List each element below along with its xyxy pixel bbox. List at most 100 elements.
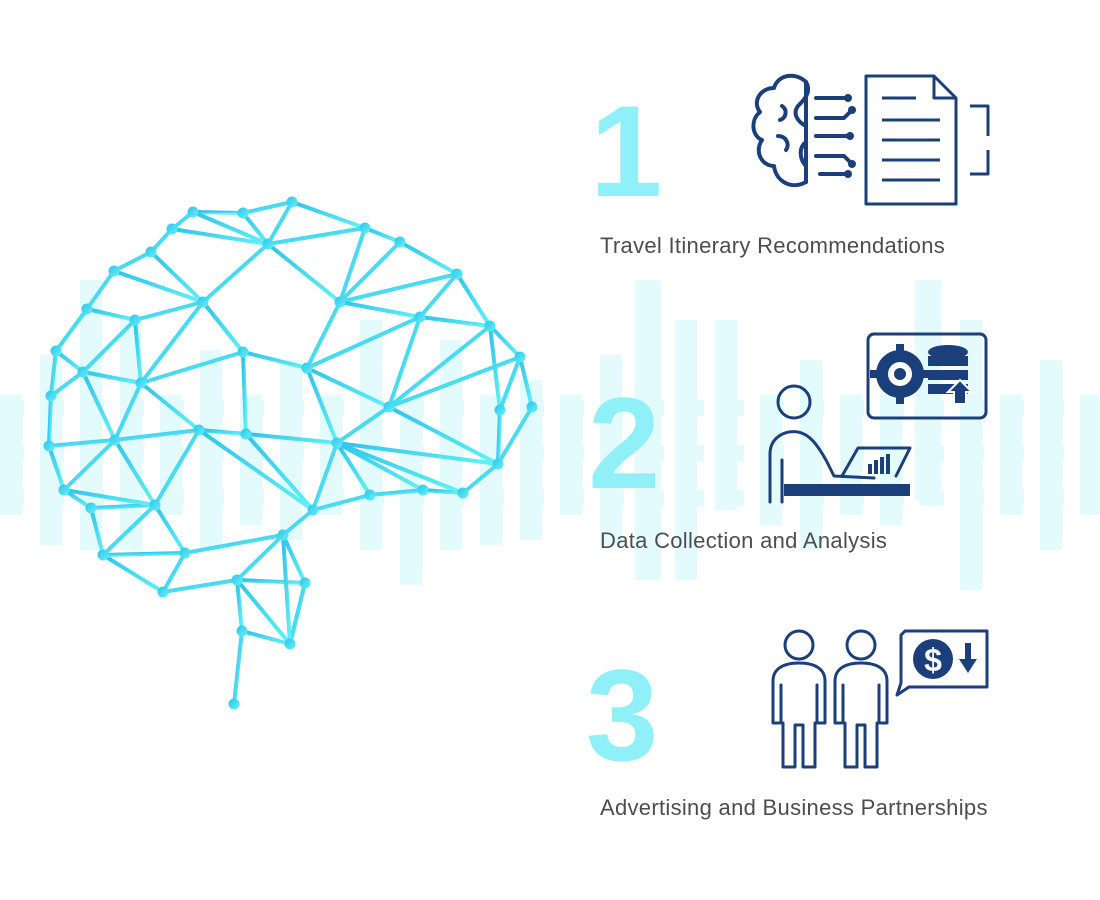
background-dash	[360, 400, 384, 416]
brain-edge	[133, 318, 143, 385]
brain-node	[179, 547, 191, 559]
brain-edge	[201, 242, 270, 304]
brain-edge	[418, 315, 492, 328]
brain-node	[383, 401, 395, 413]
brain-edge	[518, 355, 534, 409]
background-dash	[600, 490, 624, 506]
brain-edge	[338, 272, 459, 304]
brain-edge	[266, 226, 367, 246]
brain-node	[50, 345, 62, 357]
step-label-2: Data Collection and Analysis	[600, 528, 888, 553]
brain-node	[286, 196, 298, 208]
brain-edge	[81, 370, 117, 442]
brain-node	[108, 265, 120, 277]
brain-edge	[244, 432, 339, 445]
brain-edge	[133, 300, 205, 322]
brain-node	[197, 296, 209, 308]
brain-edge	[305, 300, 342, 370]
background-dash	[680, 490, 704, 506]
brain-node	[514, 351, 526, 363]
brain-edge	[49, 370, 85, 398]
brain-edge	[387, 355, 522, 409]
step-number-3: 3	[586, 642, 659, 788]
brain-edge	[305, 366, 391, 409]
brain-edge	[338, 300, 422, 319]
brain-edge	[89, 503, 157, 510]
brain-edge	[488, 324, 522, 359]
brain-edge	[311, 493, 372, 512]
background-dash	[1080, 445, 1100, 461]
brain-edge	[232, 629, 244, 706]
brain-edge	[47, 444, 66, 492]
background-dash	[1000, 490, 1024, 506]
brain-edge	[153, 503, 187, 555]
brain-edge	[49, 349, 58, 398]
brain-node	[364, 489, 376, 501]
brain-edge	[139, 381, 201, 432]
brain-node	[484, 320, 496, 332]
background-dash	[160, 445, 184, 461]
brain-edge	[81, 370, 143, 385]
background-dash	[720, 490, 744, 506]
brain-edge	[455, 272, 492, 328]
brain-edge	[240, 629, 292, 646]
background-dash	[1000, 445, 1024, 461]
brain-edge	[235, 578, 244, 633]
brain-edge	[338, 226, 367, 304]
brain-edge	[183, 533, 285, 555]
brain-edge	[89, 506, 105, 557]
background-dash	[1080, 400, 1100, 416]
brain-edge	[335, 441, 500, 466]
background-dash	[1040, 400, 1064, 416]
brain-edge	[241, 350, 248, 436]
brain-node	[494, 404, 506, 416]
brain-edge	[101, 551, 187, 557]
brain-node	[237, 207, 249, 219]
brain-edge	[496, 408, 502, 466]
brain-edge	[305, 315, 422, 370]
background-dash	[560, 400, 584, 416]
brain-edge	[161, 578, 239, 594]
brain-node	[331, 437, 343, 449]
brain-edge	[197, 428, 315, 512]
brain-edge	[461, 462, 500, 495]
brain-edge	[113, 438, 157, 507]
background-dash	[0, 445, 24, 461]
brain-node	[492, 458, 504, 470]
svg-text:$: $	[924, 642, 942, 678]
brain-edge	[368, 488, 425, 497]
brain-edge	[281, 533, 307, 585]
down-arrow-icon	[959, 643, 977, 673]
background-dash	[1040, 490, 1064, 506]
brain-node	[45, 390, 57, 402]
brain-edge	[139, 300, 205, 385]
background-dash	[960, 490, 984, 506]
background-dash	[200, 445, 224, 461]
brain-node	[97, 549, 109, 561]
brain-node	[299, 577, 311, 589]
brain-node	[359, 222, 371, 234]
brain-edge	[498, 355, 522, 412]
brain-edge	[363, 226, 402, 244]
background-dash	[560, 490, 584, 506]
brain-node	[262, 238, 274, 250]
background-dash	[760, 490, 784, 506]
brain-node	[187, 206, 199, 218]
brain-edge	[398, 240, 459, 276]
brain-node	[457, 487, 469, 499]
brain-node	[417, 484, 429, 496]
brain-edge	[288, 581, 307, 646]
dollar-icon: $	[913, 639, 953, 679]
database-icon	[928, 345, 975, 405]
background-dash	[0, 490, 24, 506]
brain-edge	[290, 200, 367, 230]
brain-node	[301, 362, 313, 374]
brain-node	[43, 440, 55, 452]
brain-edge	[85, 269, 116, 311]
brain-edge	[235, 578, 292, 646]
brain-edge	[47, 438, 117, 448]
background-dash	[400, 490, 424, 506]
background-dash	[1040, 445, 1064, 461]
brain-edge	[338, 240, 402, 304]
background-dash	[280, 400, 304, 416]
